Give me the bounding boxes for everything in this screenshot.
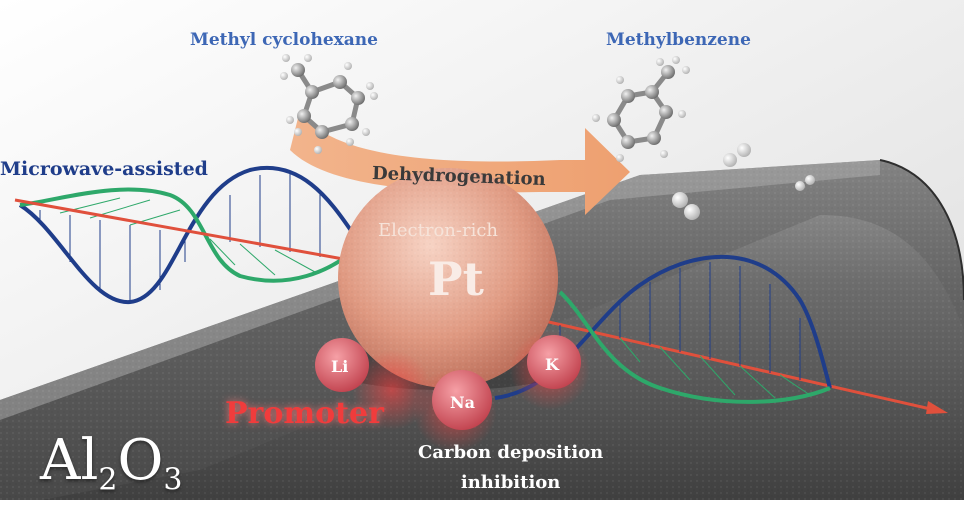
li-ion bbox=[315, 338, 369, 392]
microwave-label: Microwave-assisted bbox=[0, 158, 208, 180]
promoter-label: Promoter bbox=[225, 396, 384, 431]
support-formula-label: Al2O3 bbox=[40, 428, 182, 498]
bottom-border bbox=[0, 500, 964, 508]
pt-label: Pt bbox=[428, 252, 484, 306]
methyl-cyclohexane-molecule bbox=[280, 54, 378, 154]
methylbenzene-label: Methylbenzene bbox=[606, 30, 751, 50]
k-ion bbox=[527, 335, 581, 389]
li-label: Li bbox=[331, 357, 349, 376]
support-sub2: 3 bbox=[163, 462, 183, 498]
hydrogen-molecules bbox=[672, 143, 815, 220]
k-label: K bbox=[545, 355, 559, 374]
promoter-ions bbox=[315, 330, 590, 452]
na-label: Na bbox=[450, 393, 475, 412]
pt-nanoparticle bbox=[328, 168, 568, 390]
dehydrogenation-arrow bbox=[290, 110, 630, 215]
carbon-deposition-line1: Carbon deposition bbox=[418, 442, 604, 463]
support-o: O bbox=[117, 428, 164, 493]
wave-axis bbox=[14, 198, 948, 414]
methylbenzene-molecule bbox=[592, 56, 690, 162]
carbon-deposition-line2: inhibition bbox=[460, 472, 561, 493]
electron-rich-label: Electron-rich bbox=[378, 220, 499, 241]
carbon-deposition-label: Carbon deposition inhibition bbox=[418, 438, 603, 498]
support-sub1: 2 bbox=[98, 462, 118, 498]
axis-arrowhead-icon bbox=[926, 401, 948, 414]
support-al: Al bbox=[40, 428, 99, 493]
microwave-wave-left bbox=[18, 166, 354, 305]
na-ion bbox=[432, 370, 492, 430]
methyl-cyclohexane-label: Methyl cyclohexane bbox=[190, 30, 378, 50]
